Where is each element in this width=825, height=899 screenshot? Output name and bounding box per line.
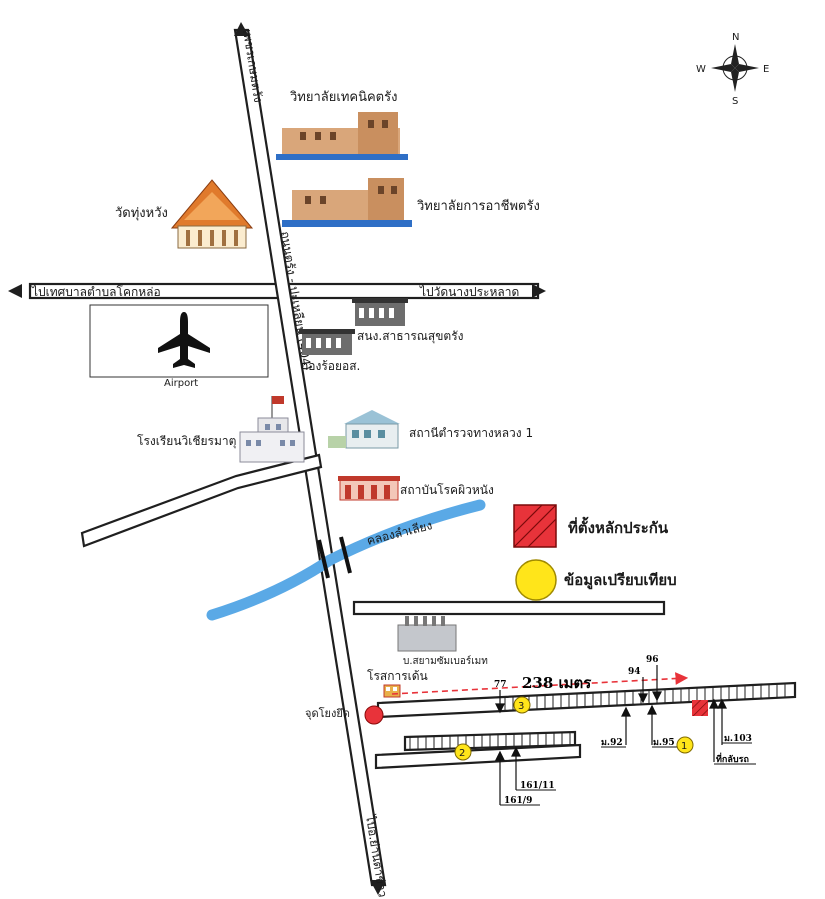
- college-voc-label: วิทยาลัยการอาชีพตรัง: [416, 198, 539, 214]
- u-turn-label: ที่กลับรถ: [716, 752, 749, 765]
- factory-building: [397, 616, 457, 652]
- plot-96-label: 96: [646, 655, 659, 665]
- compass-e: E: [763, 64, 769, 75]
- west-arrow-icon: [8, 284, 22, 298]
- airplane-icon: [158, 312, 210, 368]
- right-branch-road: [352, 600, 666, 616]
- plot-161-11-label: 161/11: [520, 781, 555, 791]
- junction-marker: [364, 705, 384, 725]
- collateral-plot-hatch: [692, 700, 708, 716]
- canal-label: คลองลำเลียง: [365, 518, 433, 548]
- road-network: [28, 28, 797, 887]
- plot-77-label: 77: [494, 680, 507, 690]
- canal: [206, 499, 486, 621]
- legend-comparison-label: ข้อมูลเปรียบเทียบ: [564, 571, 677, 590]
- airport-label: Airport: [164, 378, 198, 389]
- junction-label: จุดโยงยึด: [305, 706, 350, 720]
- health-office-building: [352, 298, 408, 326]
- skin-institute-label: สถาบันโรคผิวหนัง: [400, 483, 494, 497]
- distance-label: 238 เมตร: [522, 674, 592, 692]
- plot-pointers: [495, 665, 727, 805]
- plot-m103-label: ม.103: [724, 734, 752, 744]
- college-voc-building: [282, 178, 412, 227]
- college-tech-building: [276, 112, 408, 160]
- college-tech-label: วิทยาลัยเทคนิคตรัง: [289, 90, 397, 105]
- parcel-stripes-upper: [504, 683, 786, 711]
- health-office-label: สนง.สาธารณสุขตรัง: [357, 329, 464, 344]
- school-label: โรงเรียนวิเชียรมาตุ: [137, 434, 236, 449]
- legend-collateral-swatch: [513, 504, 557, 548]
- school-building: [239, 396, 305, 463]
- police-station-building: [328, 410, 400, 449]
- temple-building: [170, 179, 254, 249]
- legend-collateral-label: ที่ตั้งหลักประกัน: [568, 516, 669, 537]
- east-arrow-icon: [532, 284, 546, 298]
- comparison-marker-1: 1: [676, 736, 694, 754]
- comparison-marker-3: 3: [513, 696, 531, 714]
- svg-text:3: 3: [518, 701, 524, 712]
- south-small-road: [374, 743, 582, 770]
- compass-w: W: [696, 64, 706, 75]
- road-label-west: ไปเทศบาลตำบลโคกหล่อ: [31, 285, 161, 299]
- distance-arrow: [391, 672, 689, 695]
- skin-institute-building: [338, 476, 400, 501]
- compass-n: N: [732, 32, 739, 43]
- compass-rose: N S E W: [696, 32, 769, 107]
- police-label: สถานีตำรวจทางหลวง 1: [409, 426, 533, 440]
- isoc-building: [299, 329, 355, 355]
- south-arrow-icon: [370, 880, 386, 895]
- isoc-label: กองร้อยอส.: [301, 359, 360, 373]
- compass-s: S: [732, 96, 738, 107]
- rosakarn-icon: [383, 684, 401, 698]
- plot-94-label: 94: [628, 667, 641, 677]
- plot-m92-label: ม.92: [601, 738, 623, 748]
- legend-comparison-swatch: [515, 559, 557, 601]
- plot-m95-label: ม.95: [653, 738, 675, 748]
- road-label-east: ไปวัดนางประหลาด: [419, 285, 519, 299]
- north-arrow-icon: [234, 22, 249, 36]
- factory-label: บ.สยามซัมเบอร์เมท: [403, 655, 488, 667]
- svg-text:1: 1: [681, 741, 687, 752]
- bridge: [317, 536, 352, 579]
- svg-text:2: 2: [459, 748, 465, 759]
- comparison-marker-2: 2: [454, 743, 472, 761]
- plot-161-9-label: 161/9: [504, 796, 532, 806]
- temple-label: วัดทุ่งหวัง: [115, 206, 168, 221]
- left-branch-road: [80, 453, 323, 548]
- rosakarn-label: โรสการเด้น: [367, 669, 428, 683]
